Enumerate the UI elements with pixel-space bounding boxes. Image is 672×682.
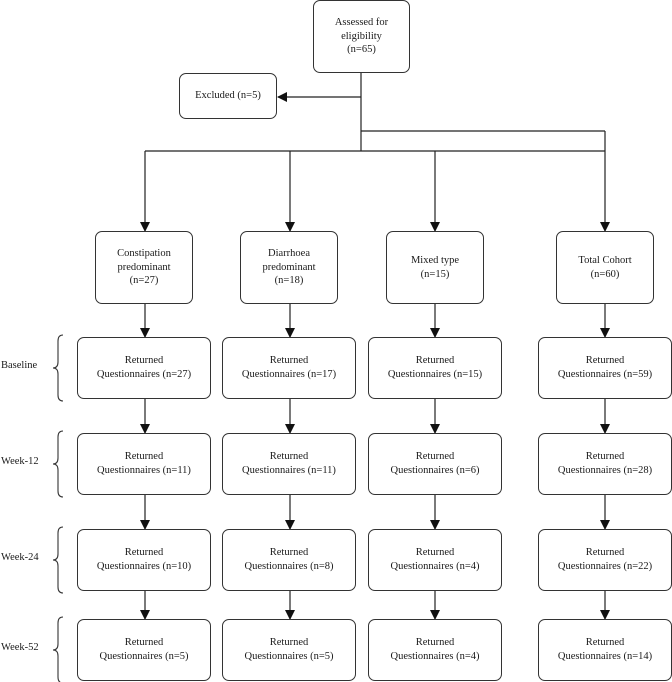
stage-label-baseline: Baseline <box>1 360 38 371</box>
diarrhoea-predominant-box-line-1: Diarrhoea <box>268 248 310 260</box>
returned-constipation-predominant-r4-line-1: Returned <box>124 637 164 649</box>
returned-mixed-type-r1-line-1: Returned <box>415 355 455 367</box>
excluded-label: Excluded (n=5) <box>195 90 261 102</box>
stage-brace-3 <box>52 526 64 594</box>
returned-diarrhoea-predominant-r2-line-2: Questionnaires (n=11) <box>242 465 336 476</box>
returned-total-cohort-r3-line-2: Questionnaires (n=22) <box>557 561 653 572</box>
returned-total-cohort-r4-line-2: Questionnaires (n=14) <box>557 651 653 662</box>
mixed-type-box-line-2: (n=15) <box>420 268 450 280</box>
returned-diarrhoea-predominant-r1-line-2: Questionnaires (n=17) <box>241 369 337 380</box>
returned-diarrhoea-predominant-r3-line-1: Returned <box>269 547 309 559</box>
stage-label-week-52: Week-52 <box>1 642 39 653</box>
returned-total-cohort-r2-line-1: Returned <box>585 451 625 463</box>
total-cohort-box: Total Cohort (n=60) <box>556 231 654 304</box>
returned-diarrhoea-predominant-r4-line-1: Returned <box>269 637 309 649</box>
returned-total-cohort-r4-line-1: Returned <box>585 637 625 649</box>
stage-brace-2 <box>52 430 64 498</box>
constipation-predominant-box-line-3: (n=27) <box>129 275 159 287</box>
returned-constipation-predominant-r3-line-1: Returned <box>124 547 164 559</box>
returned-total-cohort-r1-line-1: Returned <box>585 355 625 367</box>
returned-constipation-predominant-r1-line-1: Returned <box>124 355 164 367</box>
constipation-predominant-box-line-1: Constipation <box>117 248 171 260</box>
returned-total-cohort-r2-line-2: Questionnaires (n=28) <box>557 465 653 476</box>
assessed-line-3: (n=65) <box>347 44 376 56</box>
stage-label-week-24: Week-24 <box>1 552 39 563</box>
returned-constipation-predominant-r1-line-2: Questionnaires (n=27) <box>96 369 192 380</box>
returned-mixed-type-r3-line-2: Questionnaires (n=4) <box>390 561 480 572</box>
mixed-type-box: Mixed type (n=15) <box>386 231 484 304</box>
returned-mixed-type-r1-line-2: Questionnaires (n=15) <box>387 369 483 380</box>
returned-diarrhoea-predominant-r4-line-2: Questionnaires (n=5) <box>244 651 334 662</box>
returned-diarrhoea-predominant-r1-line-1: Returned <box>269 355 309 367</box>
returned-constipation-predominant-r3-line-2: Questionnaires (n=10) <box>96 561 192 572</box>
stage-brace-4 <box>52 616 64 682</box>
total-cohort-box-line-1: Total Cohort <box>578 254 632 266</box>
returned-mixed-type-r2-line-2: Questionnaires (n=6) <box>390 465 480 476</box>
returned-total-cohort-r3-line-1: Returned <box>585 547 625 559</box>
returned-constipation-predominant-r2-line-1: Returned <box>124 451 164 463</box>
returned-mixed-type-r2-line-1: Returned <box>415 451 455 463</box>
diarrhoea-predominant-box-line-3: (n=18) <box>274 275 304 287</box>
returned-mixed-type-r4-line-1: Returned <box>415 637 455 649</box>
returned-diarrhoea-predominant-r3-line-2: Questionnaires (n=8) <box>244 561 334 572</box>
stage-brace-1 <box>52 334 64 402</box>
total-cohort-box-line-2: (n=60) <box>590 268 620 280</box>
returned-diarrhoea-predominant-r2-line-1: Returned <box>269 451 309 463</box>
assessed-for-eligibility-box: Assessed for eligibility (n=65) <box>313 0 410 73</box>
constipation-predominant-box-line-2: predominant <box>117 261 171 273</box>
returned-constipation-predominant-r4-line-2: Questionnaires (n=5) <box>99 651 189 662</box>
mixed-type-box-line-1: Mixed type <box>410 254 460 266</box>
excluded-box: Excluded (n=5) <box>179 73 277 119</box>
returned-total-cohort-r1-line-2: Questionnaires (n=59) <box>557 369 653 380</box>
returned-mixed-type-r4-line-2: Questionnaires (n=4) <box>390 651 480 662</box>
diarrhoea-predominant-box-line-2: predominant <box>262 261 316 273</box>
returned-mixed-type-r3-line-1: Returned <box>415 547 455 559</box>
stage-label-week-12: Week-12 <box>1 456 39 467</box>
assessed-line-2: eligibility <box>341 30 382 42</box>
returned-constipation-predominant-r2-line-2: Questionnaires (n=11) <box>97 465 191 476</box>
assessed-line-1: Assessed for <box>334 17 389 29</box>
